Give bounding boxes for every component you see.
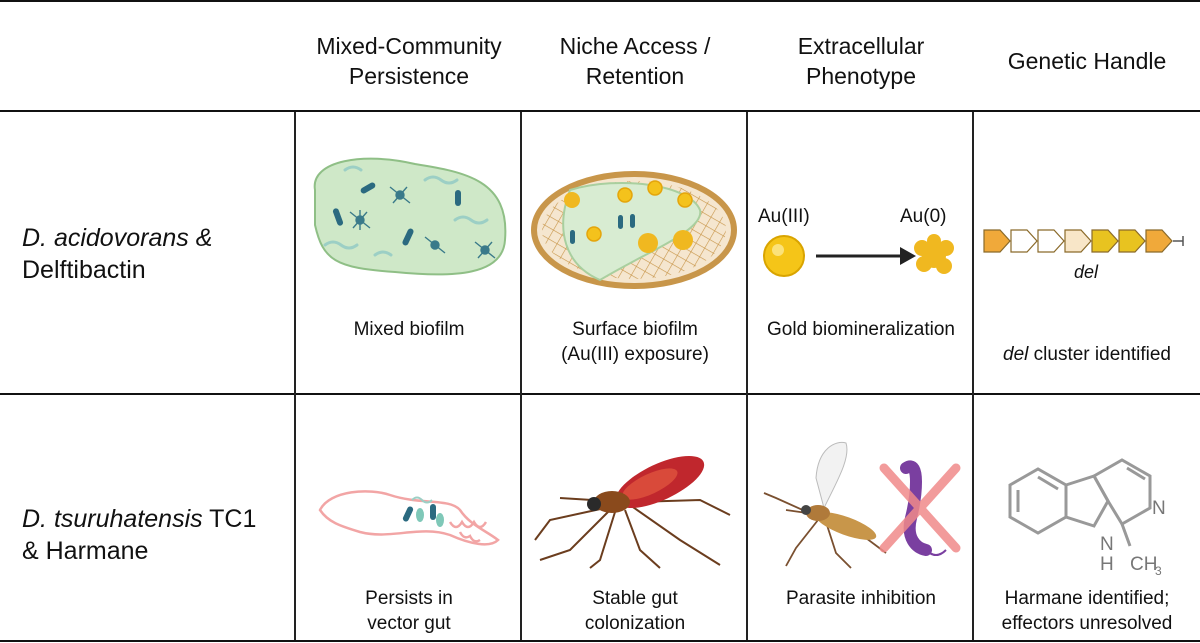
chem-ch3-subscript: 3 (1155, 564, 1162, 575)
au-0-label: Au(0) (900, 206, 946, 227)
col-divider-4 (972, 112, 974, 640)
caption-harmane-identified: Harmane identified; effectors unresolved (1001, 588, 1173, 634)
row-label-species: D. tsuruhatensis (22, 505, 203, 533)
vector-gut-illustration (318, 490, 500, 546)
col-divider-3 (746, 112, 748, 640)
row-label-species: D. acidovorans & (22, 224, 213, 252)
gene-arrow (1145, 229, 1173, 253)
surface-biofilm-illustration (531, 171, 737, 289)
au-iii-label: Au(III) (758, 206, 810, 227)
caption-mixed-biofilm: Mixed biofilm (353, 319, 465, 340)
row-divider (0, 393, 1200, 395)
del-gene-cluster-illustration: del (983, 229, 1184, 282)
row-label-acidovorans: D. acidovorans & Delftibactin (22, 222, 212, 286)
chem-n-label: N (1152, 498, 1166, 519)
parasite-inhibition-illustration (763, 441, 961, 569)
harmane-structure-illustration: N N H CH 3 (1008, 458, 1166, 575)
gene-arrow (1091, 229, 1119, 253)
gene-cluster-label: del (1074, 262, 1099, 282)
row-label-strain: TC1 (202, 505, 257, 533)
gold-reduction-illustration: Au(III) Au(0) (758, 206, 954, 277)
caption-del-italic: del (1003, 344, 1029, 365)
row-label-tsuruhatensis: D. tsuruhatensis TC1 & Harmane (22, 503, 256, 567)
header-genetic-handle: Genetic Handle (1007, 48, 1167, 74)
chem-ch3-label: CH (1130, 554, 1157, 575)
caption-persists-in-gut: Persists in vector gut (365, 588, 453, 634)
caption-surface-biofilm: Surface biofilm (Au(III) exposure) (561, 319, 709, 365)
top-border (0, 0, 1200, 2)
chem-h-label: H (1100, 554, 1114, 575)
header-extracellular-phenotype: Extracellular Phenotype (797, 33, 925, 89)
caption-gold-biomineralization: Gold biomineralization (767, 319, 955, 340)
caption-stable-colonization: Stable gut colonization (584, 588, 686, 634)
header-niche-access: Niche Access / Retention (559, 33, 711, 89)
gene-arrow (1064, 229, 1092, 253)
gene-arrow (1118, 229, 1146, 253)
header-divider (0, 110, 1200, 112)
gene-arrow (1037, 229, 1065, 253)
caption-parasite-inhibition: Parasite inhibition (786, 588, 936, 609)
col-divider-1 (294, 112, 296, 640)
row-label-compound: Delftibactin (22, 256, 146, 284)
caption-del-cluster: del cluster identified (974, 317, 1200, 367)
chem-nh-label: N (1100, 534, 1114, 555)
bottom-border (0, 640, 1200, 642)
blood-fed-mosquito-illustration (534, 455, 731, 569)
header-mixed-community: Mixed-Community Persistence (316, 33, 502, 89)
col-divider-2 (520, 112, 522, 640)
row-label-compound: & Harmane (22, 537, 149, 565)
caption-del-rest: cluster identified (1028, 344, 1171, 365)
gene-arrow (1010, 229, 1038, 253)
mixed-biofilm-illustration (313, 157, 507, 276)
gene-arrow (983, 229, 1011, 253)
